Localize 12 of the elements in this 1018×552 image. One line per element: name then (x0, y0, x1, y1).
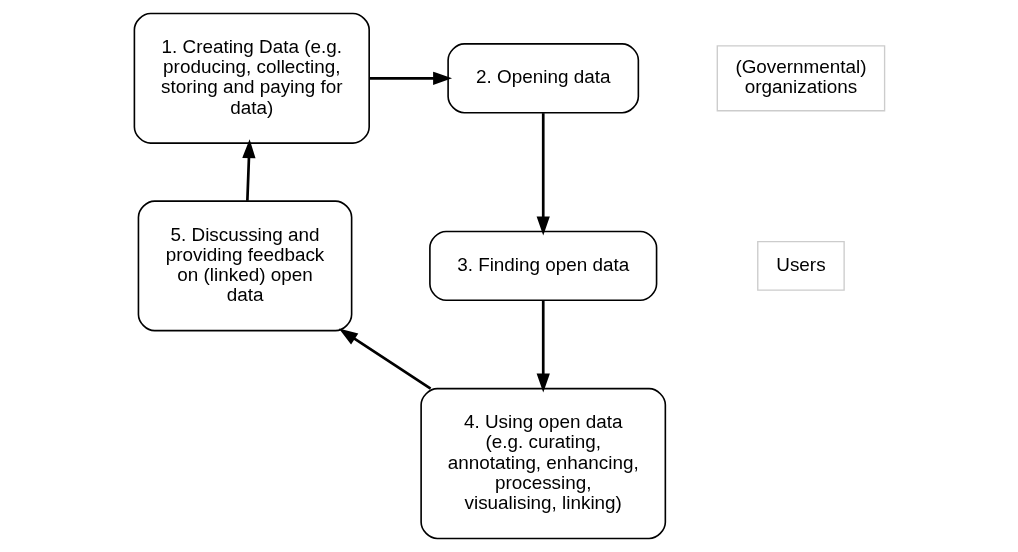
node-box: (Governmental) organizations (716, 45, 885, 112)
arrow (536, 113, 550, 236)
node-box: Users (756, 240, 845, 291)
node-box: 2. Opening data (446, 43, 639, 114)
arrow (369, 71, 452, 85)
node-box: 5. Discussing and providing feedback on (linked) open data (137, 200, 352, 332)
node-box: 3. Finding open data (428, 230, 657, 302)
arrow (338, 328, 431, 390)
arrow (241, 139, 256, 201)
arrow (536, 300, 550, 393)
node-box: 4. Using open data (e.g. curating, annotating, enhancing, processing, visualising, linking) (419, 387, 666, 540)
node-box: 1. Creating Data (e.g. producing, collecting, storing and paying for data) (133, 12, 370, 144)
